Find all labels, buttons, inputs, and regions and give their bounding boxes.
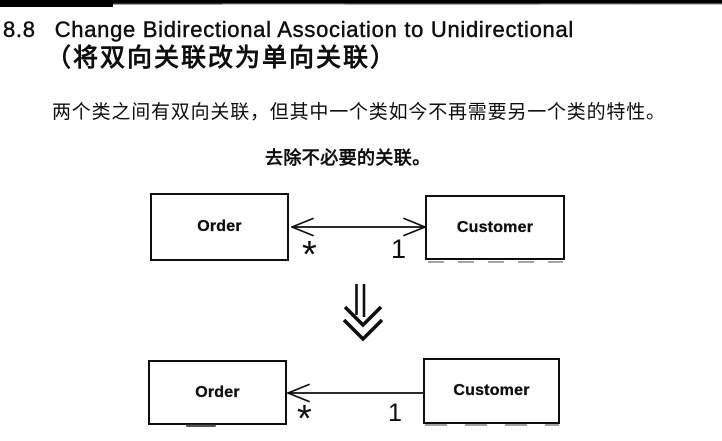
section-title-text: Change Bidirectional Association to Unid…	[54, 17, 574, 42]
class-name-order-after: Order	[195, 383, 240, 401]
class-box-order-after: Order	[148, 360, 287, 425]
transform-down-arrow-icon	[342, 284, 384, 342]
section-subtitle-zh: （将双向关联改为单向关联）	[46, 44, 398, 72]
situation-text: 两个类之间有双向关联，但其中一个类如今不再需要另一个类的特性。	[52, 101, 666, 123]
section-heading: 8.8 Change Bidirectional Association to …	[3, 17, 574, 43]
page-top-rule-shadow	[113, 3, 722, 5]
multiplicity-one-after: 1	[388, 399, 402, 427]
scan-artifact	[428, 261, 563, 263]
class-box-customer-before: Customer	[425, 195, 565, 260]
multiplicity-one-before: 1	[391, 234, 407, 264]
refactoring-principle: 去除不必要的关联。	[265, 148, 431, 168]
class-name-order-before: Order	[197, 218, 242, 235]
page-top-rule	[0, 0, 722, 4]
page-top-rule-left	[0, 0, 113, 7]
bidirectional-association-arrow	[291, 217, 426, 237]
class-box-order-before: Order	[150, 193, 289, 261]
multiplicity-many-after: *	[297, 398, 312, 440]
class-box-customer-after: Customer	[423, 358, 560, 424]
class-name-customer-before: Customer	[456, 218, 534, 236]
class-name-customer-after: Customer	[453, 382, 530, 399]
multiplicity-many-before: *	[302, 234, 317, 276]
scan-artifact	[425, 424, 559, 426]
scan-artifact	[186, 424, 216, 427]
section-number: 8.8	[3, 17, 36, 42]
